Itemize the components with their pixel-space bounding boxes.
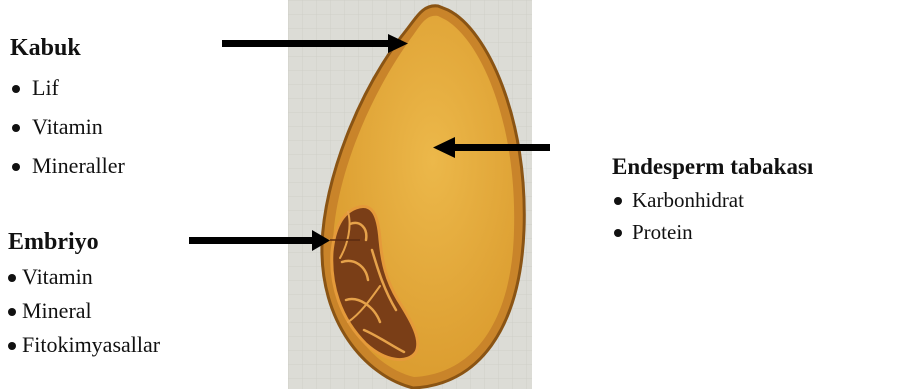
bullet-icon	[12, 124, 20, 132]
bullet-icon	[12, 85, 20, 93]
hull-title: Kabuk	[10, 34, 125, 62]
list-item: Vitamin	[10, 114, 125, 140]
hull-label-group: Kabuk Lif Vitamin Mineraller	[10, 34, 125, 179]
list-item: Mineral	[8, 298, 160, 324]
list-item: Karbonhidrat	[612, 187, 813, 213]
endosperm-nutrient-list: Karbonhidrat Protein	[612, 187, 813, 245]
embryo-label-group: Embriyo Vitamin Mineral Fitokimyasallar	[8, 228, 160, 358]
hull-arrow	[222, 34, 408, 53]
bullet-icon	[8, 308, 16, 316]
bullet-icon	[614, 229, 622, 237]
list-item: Lif	[10, 75, 125, 101]
list-item: Fitokimyasallar	[8, 332, 160, 358]
embryo-nutrient-list: Vitamin Mineral Fitokimyasallar	[8, 264, 160, 358]
endosperm-title: Endesperm tabakası	[612, 153, 813, 181]
list-item: Protein	[612, 219, 813, 245]
embryo-arrow	[189, 230, 330, 251]
list-item: Mineraller	[10, 153, 125, 179]
hull-nutrient-list: Lif Vitamin Mineraller	[10, 75, 125, 179]
list-item: Vitamin	[8, 264, 160, 290]
embryo-title: Embriyo	[8, 228, 160, 256]
bullet-icon	[8, 342, 16, 350]
bullet-icon	[614, 197, 622, 205]
endosperm-arrow	[433, 137, 550, 158]
endosperm-label-group: Endesperm tabakası Karbonhidrat Protein	[612, 153, 813, 245]
bullet-icon	[8, 274, 16, 282]
bullet-icon	[12, 163, 20, 171]
